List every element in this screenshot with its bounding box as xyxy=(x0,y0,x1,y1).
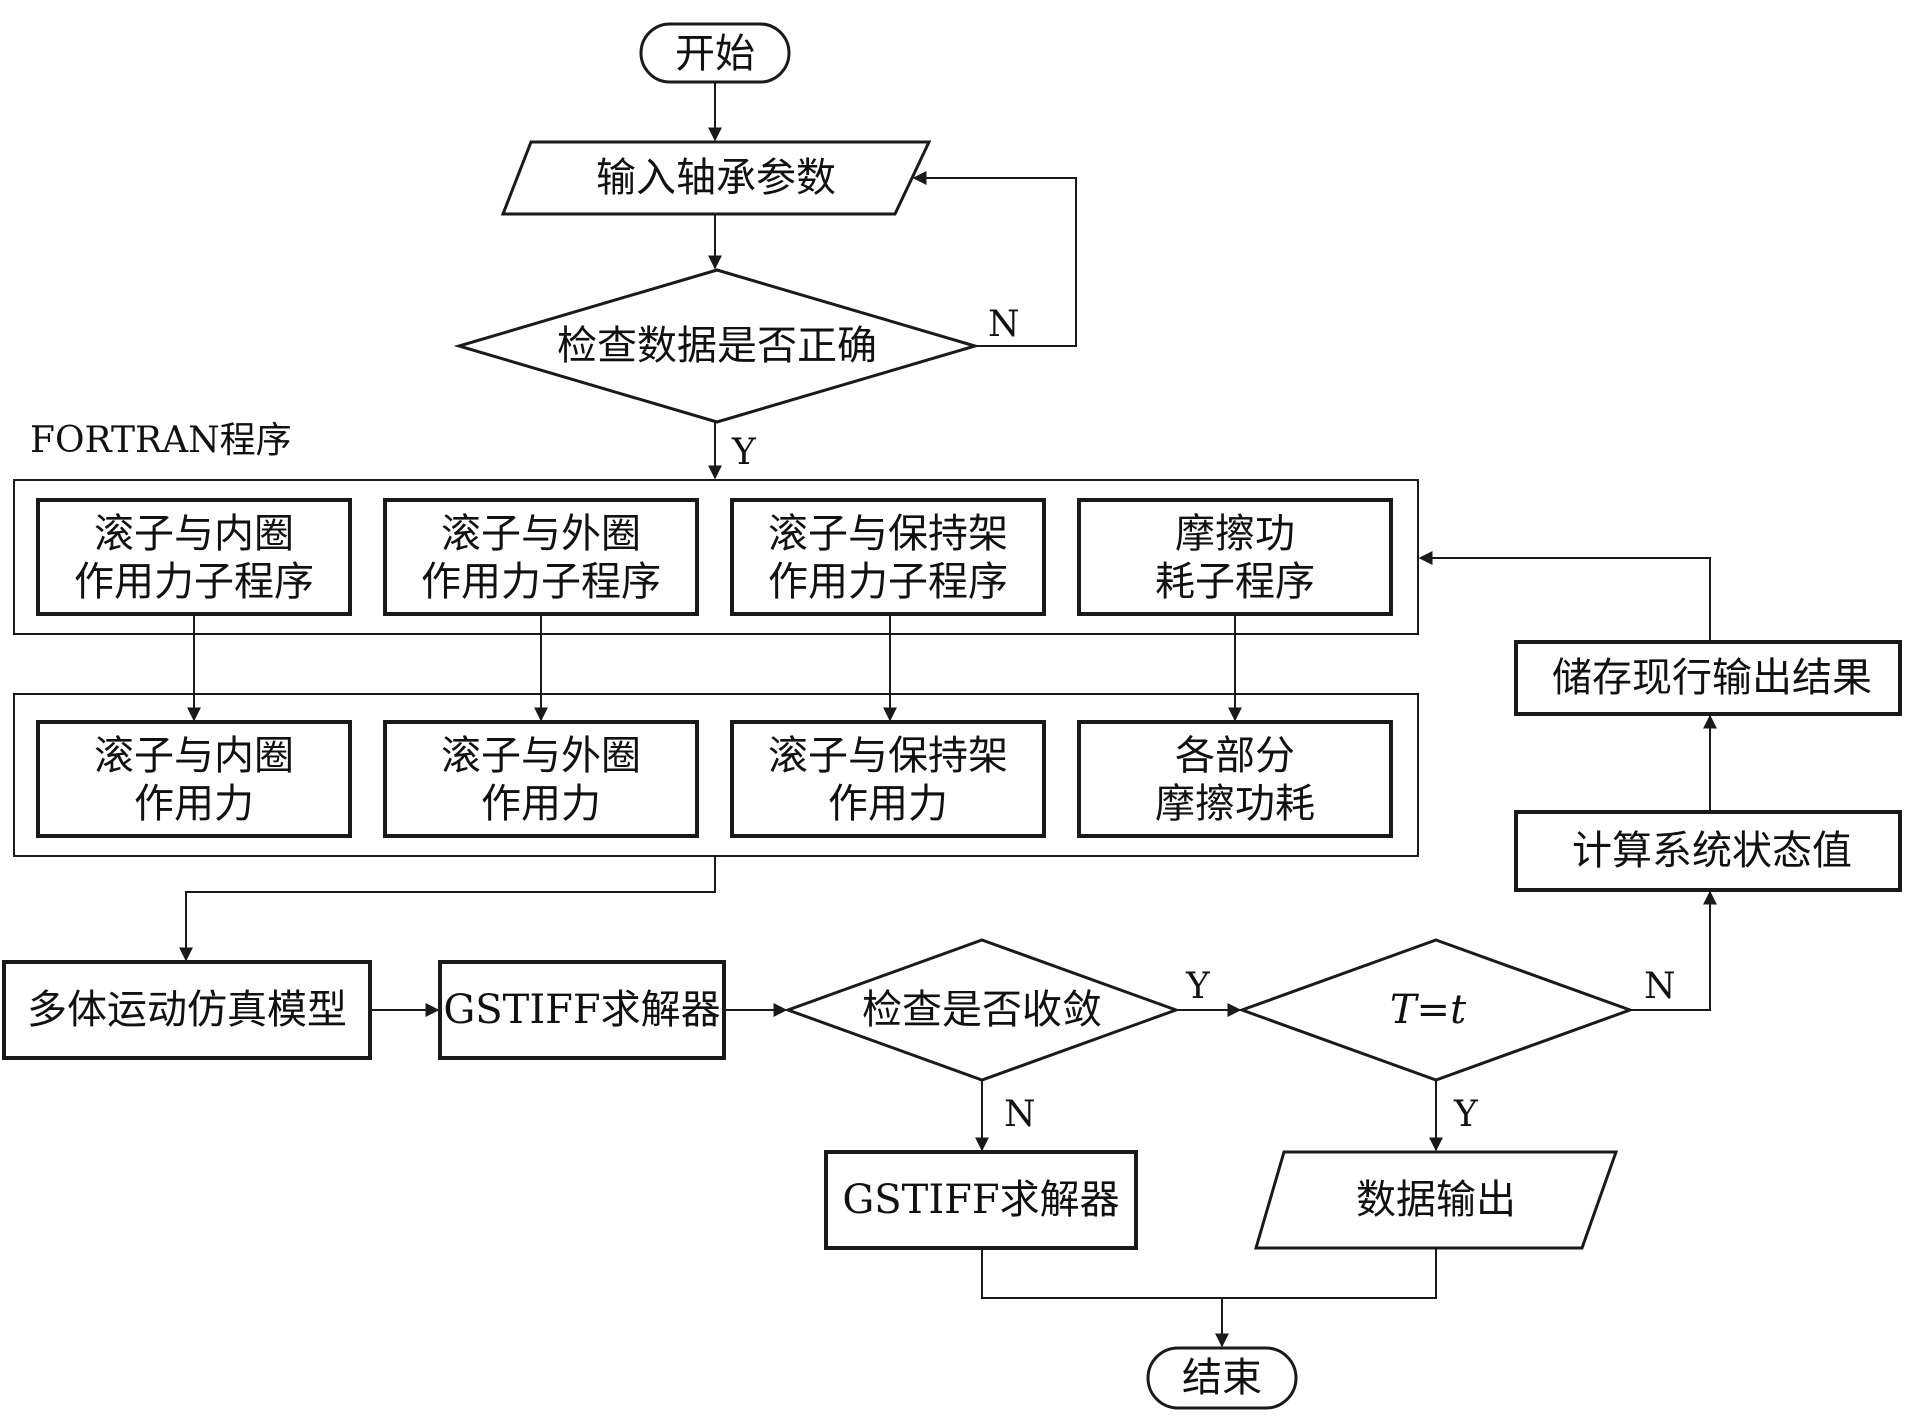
converge-yes-label: Y xyxy=(1185,966,1211,1007)
sub1-label-line1: 滚子与内圈 xyxy=(94,511,294,557)
check-data-diamond xyxy=(453,268,981,424)
edge-time-no xyxy=(1630,890,1717,1011)
fortran-group-title: FORTRAN程序 xyxy=(30,420,292,461)
multibody-label: 多体运动仿真模型 xyxy=(27,987,347,1033)
time-check-T: T xyxy=(1390,987,1420,1033)
data-output-label: 数据输出 xyxy=(1356,1177,1516,1223)
start-label: 开始 xyxy=(675,31,755,77)
out3-label-line1: 滚子与保持架 xyxy=(768,733,1008,779)
time-yes-label: Y xyxy=(1453,1094,1479,1135)
fortran-group-frame xyxy=(13,479,1419,635)
out3-box xyxy=(730,720,1046,838)
sub1-label-line2: 作用力子程序 xyxy=(74,559,314,605)
out1-label-line2: 作用力 xyxy=(134,781,254,827)
out4-label-line2: 摩擦功耗 xyxy=(1155,781,1315,827)
sub3-label-line2: 作用力子程序 xyxy=(768,559,1008,605)
sub4-label-line2: 耗子程序 xyxy=(1155,559,1315,605)
out2-box xyxy=(383,720,699,838)
out1-box xyxy=(36,720,352,838)
solver1-label: GSTIFF求解器 xyxy=(443,987,720,1033)
input-params-label: 输入轴承参数 xyxy=(596,155,836,201)
out1-label-line1: 滚子与内圈 xyxy=(94,733,294,779)
out2-label-line1: 滚子与外圈 xyxy=(441,733,641,779)
converge-no-label: N xyxy=(1004,1094,1036,1135)
end-label: 结束 xyxy=(1182,1355,1262,1401)
sub3-label-line1: 滚子与保持架 xyxy=(768,511,1008,557)
compute-state-label: 计算系统状态值 xyxy=(1572,828,1852,874)
time-no-label: N xyxy=(1644,966,1676,1007)
sub2-label-line2: 作用力子程序 xyxy=(421,559,661,605)
out4-box xyxy=(1077,720,1393,838)
converge-label: 检查是否收敛 xyxy=(862,987,1102,1033)
edge-check-no-loop xyxy=(912,171,1077,347)
edge-store-fortran xyxy=(1418,551,1711,642)
input-params-shape xyxy=(500,140,932,216)
edge-solver2-merge xyxy=(981,1248,1437,1299)
store-output-box xyxy=(1514,640,1902,716)
out4-label-line1: 各部分 xyxy=(1175,733,1295,779)
time-check-label: T=t xyxy=(1390,987,1467,1033)
solver2-label: GSTIFF求解器 xyxy=(842,1177,1119,1223)
store-output-label: 储存现行输出结果 xyxy=(1552,655,1872,701)
end-terminal xyxy=(1146,1346,1298,1410)
compute-state-box xyxy=(1514,810,1902,892)
edge-outputs-multibody xyxy=(179,856,716,962)
out3-label-line2: 作用力 xyxy=(828,781,948,827)
time-check-t: t xyxy=(1450,987,1467,1033)
check-data-label: 检查数据是否正确 xyxy=(557,323,877,369)
sub3-box xyxy=(730,498,1046,616)
sub4-label-line1: 摩擦功 xyxy=(1175,511,1295,557)
sub2-label-line1: 滚子与外圈 xyxy=(441,511,641,557)
time-check-eq: = xyxy=(1417,987,1451,1033)
check-data-yes-label: Y xyxy=(731,432,757,473)
check-data-no-label: N xyxy=(988,304,1020,345)
out2-label-line2: 作用力 xyxy=(481,781,601,827)
data-output-shape xyxy=(1254,1150,1619,1250)
